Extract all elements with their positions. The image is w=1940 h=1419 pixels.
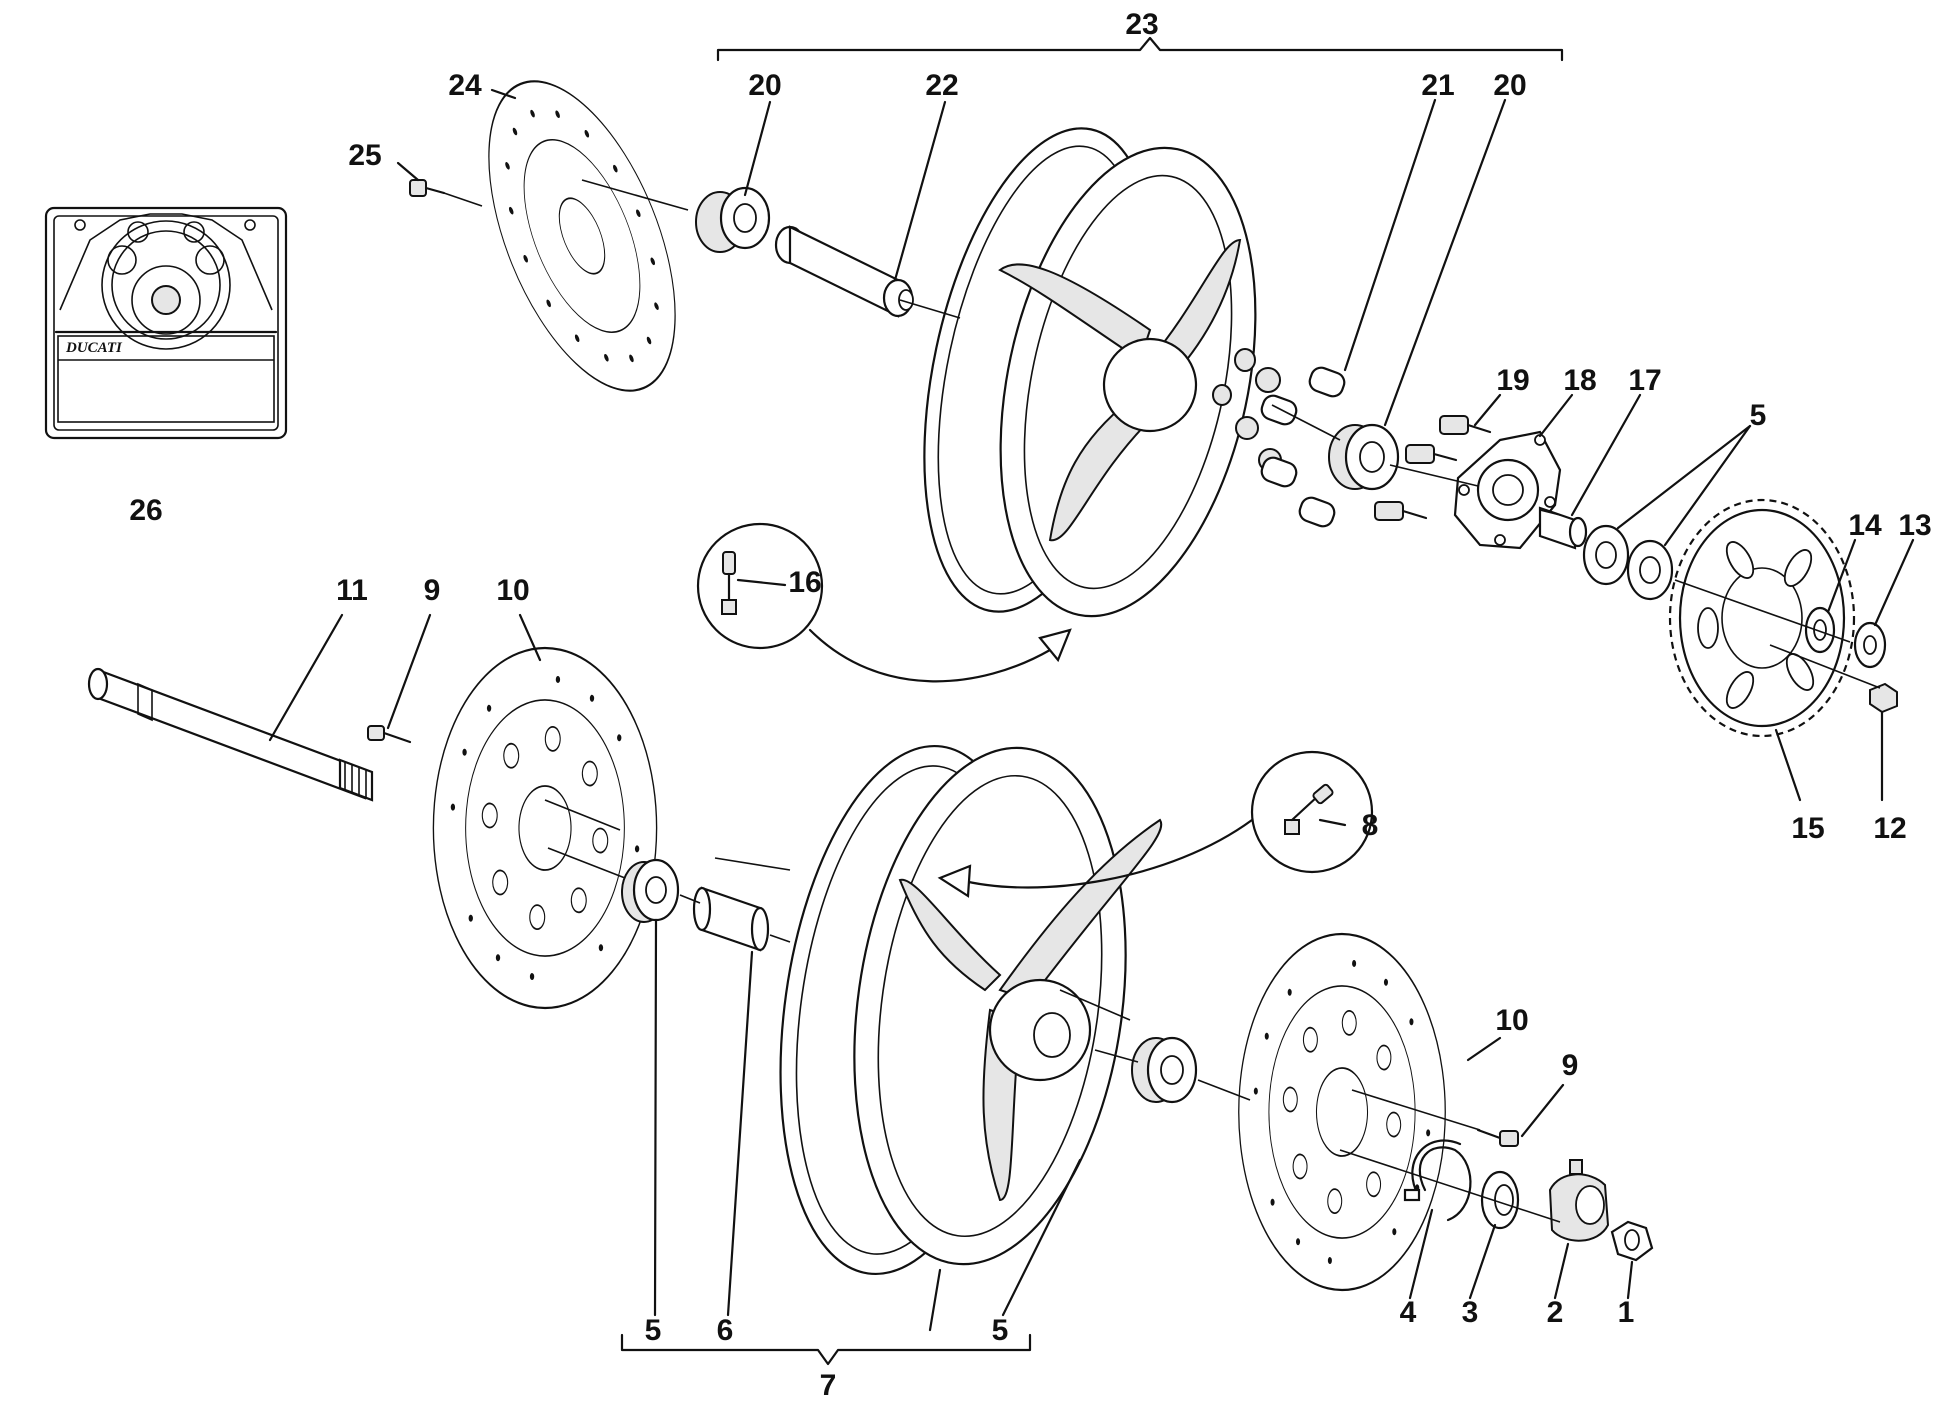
- part-sprocket-carrier: [1453, 430, 1562, 550]
- callout-16: 16: [788, 566, 821, 599]
- callout-12: 12: [1873, 812, 1906, 845]
- part-front-washer: [1480, 1170, 1520, 1230]
- part-front-bearing-left: [621, 858, 680, 923]
- callout-8: 8: [1362, 809, 1379, 842]
- part-front-brake-disc-right: [1238, 932, 1446, 1292]
- part-front-wheel: [779, 744, 1163, 1276]
- part-front-spacer: [692, 886, 770, 952]
- part-sprocket-washer-13: [1853, 621, 1887, 669]
- part-rear-wheel: [923, 127, 1282, 618]
- callout-11: 11: [336, 574, 368, 607]
- callout-3: 3: [1462, 1296, 1479, 1329]
- callout-4: 4: [1400, 1296, 1417, 1329]
- part-sprocket-washer-14: [1804, 606, 1836, 654]
- part-tyre-valve-rear: [696, 522, 1072, 683]
- part-front-disc-screw-right: [1476, 1128, 1519, 1147]
- decal-brand-text: DUCATI: [65, 340, 123, 356]
- callout-5-rear: 5: [1750, 399, 1767, 432]
- callout-10-right: 10: [1495, 1004, 1528, 1037]
- callout-10-left: 10: [496, 574, 529, 607]
- part-disc-screw: [409, 179, 483, 207]
- callout-19: 19: [1496, 364, 1529, 397]
- callout-22: 22: [925, 69, 958, 102]
- callout-26: 26: [129, 494, 162, 527]
- callout-18: 18: [1563, 364, 1596, 397]
- callout-24: 24: [448, 69, 482, 102]
- part-tyre-valve-front: [937, 750, 1374, 898]
- callout-25: 25: [348, 139, 381, 172]
- callout-21: 21: [1421, 69, 1454, 102]
- callout-2: 2: [1547, 1296, 1564, 1329]
- part-carrier-bearings: [1582, 524, 1674, 601]
- part-studs: [1374, 415, 1492, 521]
- part-front-disc-screw-left: [367, 725, 412, 744]
- axis-lines: [544, 179, 1881, 1223]
- callout-20-right: 20: [1493, 69, 1526, 102]
- callout-17: 17: [1628, 364, 1661, 397]
- part-front-brake-disc-left: [432, 646, 658, 1010]
- callout-15: 15: [1791, 812, 1824, 845]
- part-speedometer-drive: [1548, 1159, 1610, 1242]
- leader-lines: [268, 36, 1915, 1366]
- callout-numbers: 23 24 20 22 21 20 25 26 19 18 17 5 14 13…: [129, 8, 1931, 1402]
- part-decal-sheet: DUCATI: [44, 206, 288, 440]
- part-spacer-tube: [774, 225, 914, 318]
- part-circlip: [1403, 1139, 1472, 1222]
- callout-9-right: 9: [1562, 1049, 1579, 1082]
- part-rear-sprocket: [1668, 498, 1856, 738]
- part-rear-brake-disc: [488, 80, 676, 392]
- callout-6: 6: [717, 1314, 734, 1347]
- part-front-axle: [87, 667, 374, 802]
- callout-5-front-right: 5: [992, 1314, 1009, 1347]
- callout-13: 13: [1898, 509, 1931, 542]
- callout-20-left: 20: [748, 69, 781, 102]
- part-axle-nut: [1610, 1220, 1654, 1262]
- callout-5-front-left: 5: [645, 1314, 662, 1347]
- part-sprocket-nut-12: [1869, 682, 1898, 714]
- part-rear-bearing-left: [695, 186, 771, 253]
- callout-7: 7: [820, 1369, 837, 1402]
- part-carrier-shaft: [1538, 506, 1588, 550]
- callout-14: 14: [1848, 509, 1882, 542]
- part-rear-bearing-right: [1328, 423, 1400, 491]
- part-rubber-dampers: [1260, 366, 1346, 528]
- callout-1: 1: [1618, 1296, 1635, 1329]
- callout-9-left: 9: [424, 574, 441, 607]
- callout-23: 23: [1125, 8, 1158, 41]
- part-front-bearing-right: [1131, 1036, 1198, 1104]
